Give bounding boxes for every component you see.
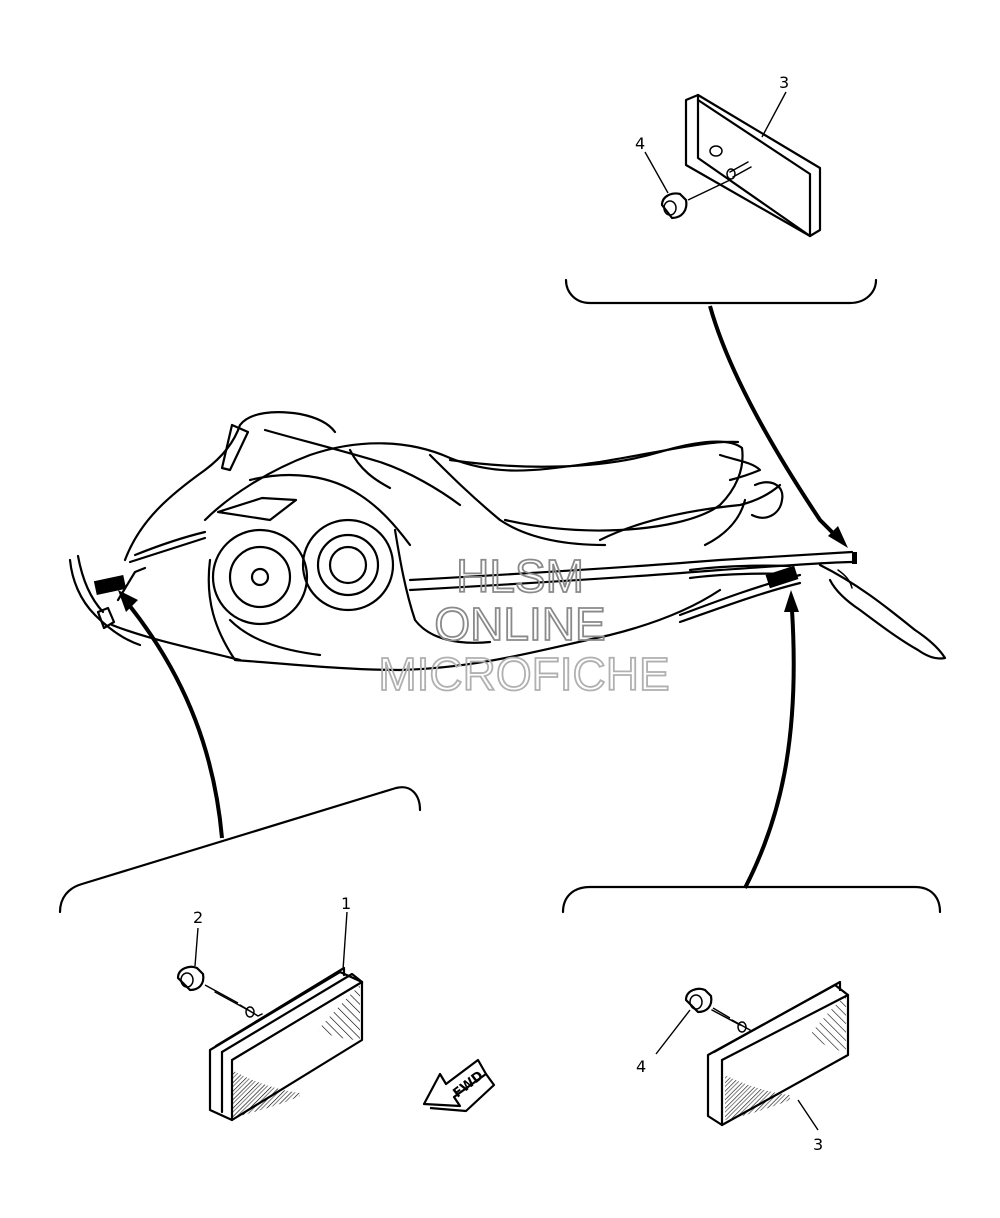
top-reflector-assembly: 3 4 [635, 73, 822, 238]
callout-1: 1 [341, 894, 351, 913]
callout-4-bottom: 4 [636, 1057, 646, 1076]
callout-3-bottom: 3 [813, 1135, 823, 1154]
detail-bubble-top [564, 278, 878, 305]
leader-arrows [118, 305, 848, 889]
callout-3-top: 3 [779, 73, 789, 92]
detail-bubble-left [58, 786, 422, 914]
snowmobile-illustration [68, 411, 947, 672]
watermark-line-3: MICROFICHE [378, 648, 669, 700]
callout-4-top: 4 [635, 134, 645, 153]
callout-2: 2 [193, 908, 203, 927]
watermark-line-1: HLSM [456, 550, 584, 602]
fwd-arrow-icon: FWD [422, 1058, 496, 1113]
watermark-line-2: ONLINE [434, 598, 605, 650]
rear-reflector-assembly: 4 3 [636, 980, 850, 1154]
front-reflector-assembly: 1 2 [176, 894, 364, 1122]
detail-bubble-right [561, 885, 942, 914]
watermark: HLSM ONLINE MICROFICHE [377, 549, 670, 701]
